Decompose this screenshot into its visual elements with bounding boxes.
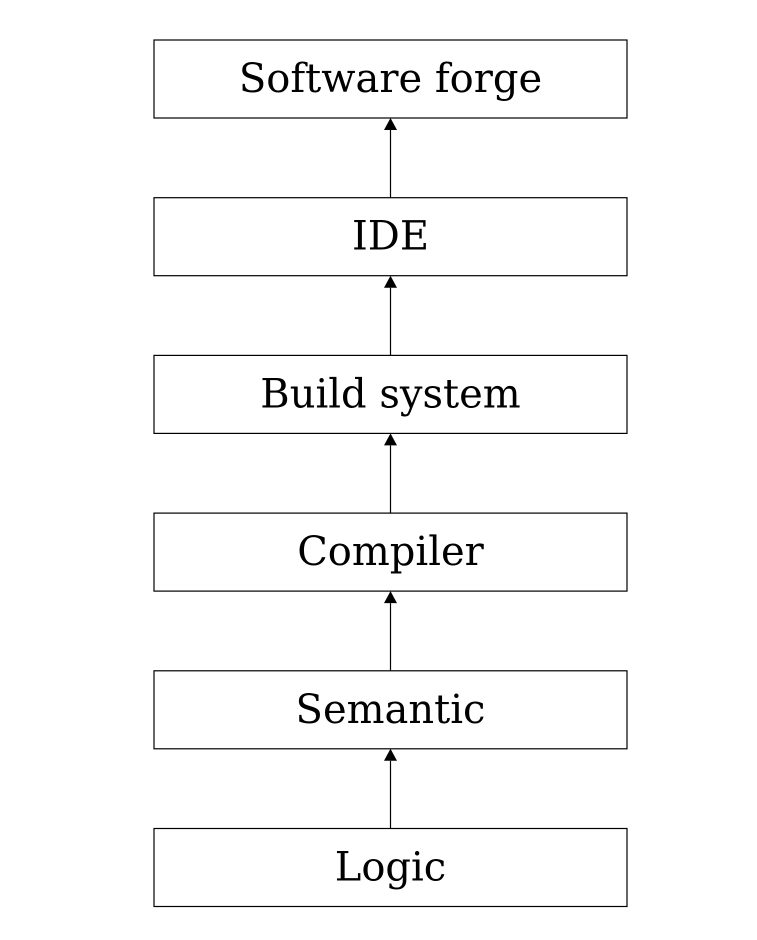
- edge-compiler-to-build-system: [384, 433, 397, 514]
- node-label-semantic: Semantic: [296, 687, 486, 733]
- edge-semantic-to-compiler: [384, 591, 397, 671]
- node-box-ide: [153, 197, 628, 277]
- edge-build-system-to-ide: [384, 275, 397, 356]
- node-box-semantic: [153, 670, 628, 750]
- edge-logic-to-semantic: [384, 748, 397, 829]
- edges-layer: [384, 118, 397, 829]
- arrowhead-icon: [384, 433, 397, 446]
- node-label-ide: IDE: [352, 214, 429, 260]
- node-semantic: Semantic: [153, 670, 628, 750]
- node-label-logic: Logic: [335, 845, 446, 891]
- node-box-software-forge: [153, 39, 628, 119]
- edge-ide-to-software-forge: [384, 118, 397, 198]
- node-box-logic: [153, 827, 628, 908]
- node-build-system: Build system: [153, 354, 628, 434]
- node-box-build-system: [153, 354, 628, 434]
- node-compiler: Compiler: [153, 512, 628, 592]
- arrowhead-icon: [384, 591, 397, 604]
- node-label-compiler: Compiler: [297, 529, 484, 575]
- node-box-compiler: [153, 512, 628, 592]
- node-label-software-forge: Software forge: [239, 56, 542, 102]
- node-ide: IDE: [153, 197, 628, 277]
- node-software-forge: Software forge: [153, 39, 628, 119]
- arrowhead-icon: [384, 275, 397, 288]
- node-logic: Logic: [153, 827, 628, 908]
- node-label-build-system: Build system: [260, 371, 520, 417]
- arrowhead-icon: [384, 748, 397, 761]
- arrowhead-icon: [384, 118, 397, 130]
